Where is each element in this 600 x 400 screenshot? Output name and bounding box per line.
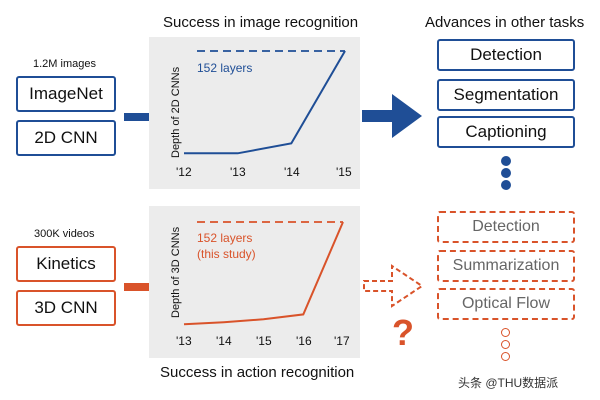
top-tasks-title: Advances in other tasks [425, 14, 585, 31]
bottom-x-tick: '15 [256, 334, 272, 348]
ellipsis-ring [501, 352, 510, 361]
bottom-panel-title: Success in action recognition [160, 364, 355, 381]
bottom-input-note: 300K videos [34, 228, 95, 240]
watermark: 头条 @THU数据派 [458, 376, 559, 390]
question-mark: ? [392, 312, 414, 353]
task-segmentation-box: Segmentation [437, 79, 575, 111]
kinetics-box: Kinetics [16, 246, 116, 282]
top-x-tick: '15 [336, 165, 352, 179]
top-panel-title: Success in image recognition [163, 14, 359, 31]
top-series-line [184, 50, 346, 155]
imagenet-box: ImageNet [16, 76, 116, 112]
bottom-x-tick: '14 [216, 334, 232, 348]
bottom-dashed-arrow [363, 264, 424, 308]
task-captioning-box: Captioning [437, 116, 575, 148]
bottom-x-tick: '16 [296, 334, 312, 348]
top-input-note: 1.2M images [33, 58, 96, 70]
top-connector-line [124, 113, 149, 121]
bottom-x-tick: '17 [334, 334, 350, 348]
top-arrow [362, 94, 422, 138]
top-x-tick: '12 [176, 165, 192, 179]
ellipsis-dot [501, 180, 511, 190]
ellipsis-dot [501, 156, 511, 166]
top-annotation: 152 layers [197, 61, 253, 75]
task-detection-box: Detection [437, 39, 575, 71]
bottom-series-line [183, 221, 344, 326]
top-x-tick: '14 [284, 165, 300, 179]
2d-cnn-box: 2D CNN [16, 120, 116, 156]
bottom-x-tick: '13 [176, 334, 192, 348]
3d-cnn-box: 3D CNN [16, 290, 116, 326]
ellipsis-ring [501, 328, 510, 337]
bottom-annotation-line2: (this study) [197, 247, 256, 261]
ellipsis-ring [501, 340, 510, 349]
bottom-connector-line [124, 283, 149, 291]
top-chart-panel [149, 37, 360, 189]
bottom-chart-panel [149, 206, 360, 358]
future-detection-box: Detection [437, 211, 575, 243]
future-optical-flow-box: Optical Flow [437, 288, 575, 320]
future-summarization-box: Summarization [437, 250, 575, 282]
top-x-tick: '13 [230, 165, 246, 179]
ellipsis-dot [501, 168, 511, 178]
bottom-annotation-line1: 152 layers [197, 231, 253, 245]
